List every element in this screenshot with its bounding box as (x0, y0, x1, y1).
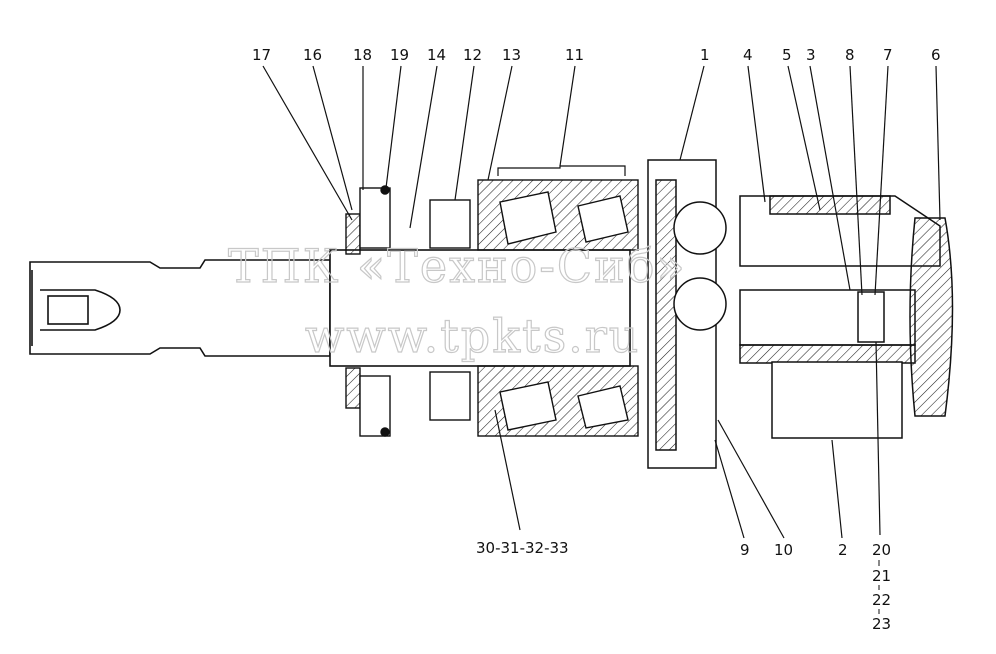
watermark-line2: www.tpkts.ru (305, 309, 640, 363)
callout-label: 21 (872, 567, 891, 585)
callout-label: 12 (463, 46, 482, 64)
callout-label: 18 (353, 46, 372, 64)
valve-plate (909, 217, 954, 417)
drive-shaft (29, 249, 631, 367)
callout-label: 4 (743, 46, 753, 64)
seal-assembly (345, 185, 391, 437)
callout-label-range: 30-31-32-33 (476, 539, 569, 557)
callout-label: 6 (931, 46, 941, 64)
callout-label: 20 (872, 541, 891, 559)
leader-lines (262, 65, 941, 539)
callout-label: 17 (252, 46, 271, 64)
callout-label: 22 (872, 591, 891, 609)
cylinder-block (739, 195, 941, 439)
watermark-line1: ТПК «Техно-Сиб» (228, 239, 687, 293)
callout-label: 23 (872, 615, 891, 633)
callout-label: 11 (565, 46, 584, 64)
callout-labels: 17 16 18 19 14 12 13 11 1 4 5 3 8 7 6 30… (252, 46, 941, 633)
callout-label: 14 (427, 46, 446, 64)
swash-plate (647, 159, 727, 469)
watermark: ТПК «Техно-Сиб» www.tpkts.ru (227, 238, 687, 363)
callout-label: 8 (845, 46, 855, 64)
callout-label: 7 (883, 46, 893, 64)
bearing-housing (429, 179, 639, 437)
callout-label: 2 (838, 541, 848, 559)
callout-label: 1 (700, 46, 710, 64)
callout-label: 10 (774, 541, 793, 559)
callout-label: 3 (806, 46, 816, 64)
callout-label: 5 (782, 46, 792, 64)
callout-label: 19 (390, 46, 409, 64)
callout-label: 9 (740, 541, 750, 559)
callout-label: 13 (502, 46, 521, 64)
callout-label: 16 (303, 46, 322, 64)
